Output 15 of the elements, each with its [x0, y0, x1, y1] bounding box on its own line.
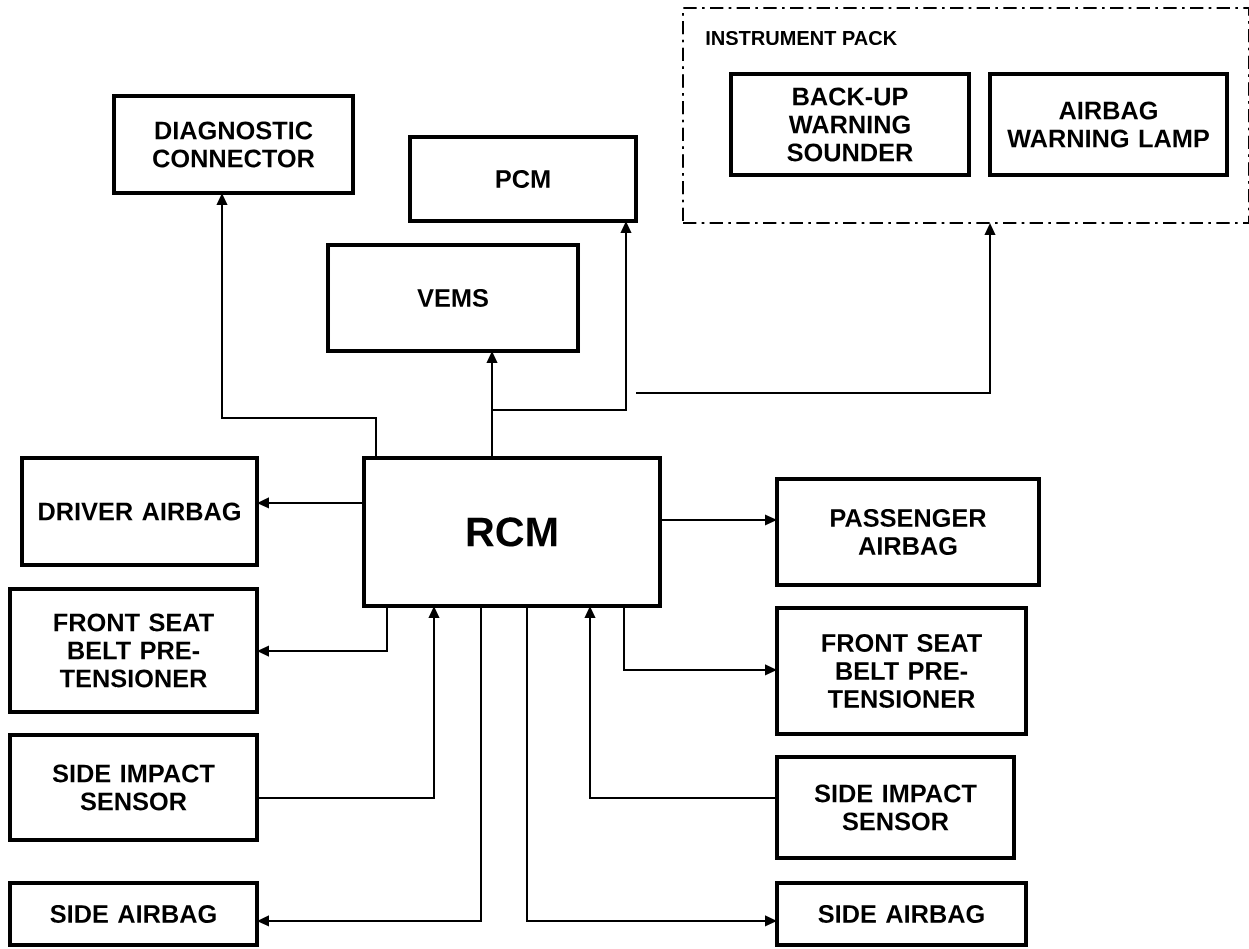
group-title: INSTRUMENT PACK: [706, 30, 897, 46]
block-box: FRONT SEAT BELT PRE-TENSIONER: [8, 587, 259, 714]
block-box: RCM: [362, 456, 662, 608]
block-box: SIDE IMPACT SENSOR: [775, 755, 1016, 860]
block-box: SIDE AIRBAG: [8, 881, 259, 947]
block-box: BACK-UP WARNING SOUNDER: [729, 72, 971, 177]
block-box: DRIVER AIRBAG: [20, 456, 259, 567]
block-box: VEMS: [326, 243, 580, 353]
block-box: AIRBAG WARNING LAMP: [988, 72, 1229, 177]
block-box: PASSENGER AIRBAG: [775, 477, 1041, 587]
block-box: FRONT SEAT BELT PRE-TENSIONER: [775, 606, 1028, 736]
block-box: PCM: [408, 135, 638, 223]
block-box: DIAGNOSTIC CONNECTOR: [112, 94, 355, 195]
block-box: SIDE IMPACT SENSOR: [8, 733, 259, 842]
block-box: SIDE AIRBAG: [775, 881, 1028, 947]
